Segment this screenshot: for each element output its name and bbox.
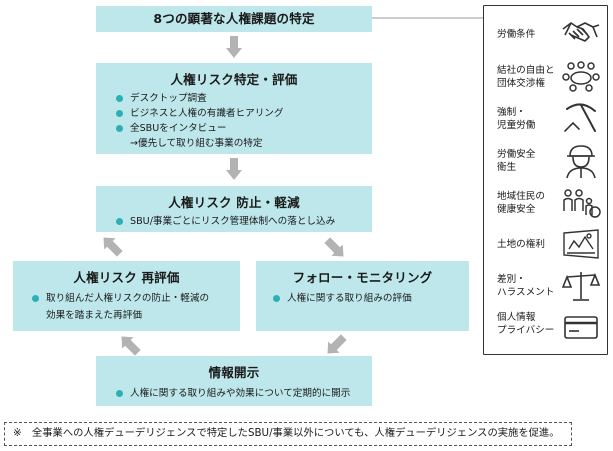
identify-bullet-1: デスクトップ調査 xyxy=(116,91,372,106)
bullet-dot xyxy=(116,110,123,117)
issue-community-health-safety: 地域住民の 健康安全 xyxy=(497,183,607,221)
issue-discrimination-harassment: 差別・ ハラスメント xyxy=(497,267,607,305)
scales-icon xyxy=(561,272,601,301)
monitor-title: フォロー・モニタリング xyxy=(292,270,433,285)
identify-title: 人権リスク特定・評価 xyxy=(170,72,298,87)
identify-sub: →優先して取り組む事業の特定 xyxy=(130,138,263,149)
disclose-title: 情報開示 xyxy=(208,365,260,380)
reassess-sub: 効果を踏まえた再評価 xyxy=(46,310,142,321)
issue-occupational-safety: 労働安全 衛生 xyxy=(497,141,607,179)
bullet-dot xyxy=(116,125,123,132)
down-arrow-2 xyxy=(226,158,242,180)
issue-forced-child-labor: 強制・ 児童労働 xyxy=(497,99,607,137)
reassess-box: 人権リスク 再評価 取り組んだ人権リスクの防止・軽減の 効果を踏まえた再評価 xyxy=(13,261,240,331)
prevent-box: 人権リスク 防止・軽減 SBU/事業ごとにリスク管理体制への落とし込み xyxy=(96,186,372,232)
identify-bullet-3: 全SBUをインタビュー xyxy=(116,121,372,136)
issue-land-rights: 土地の権利 xyxy=(497,225,607,263)
reassess-title: 人権リスク 再評価 xyxy=(73,270,180,285)
land-icon xyxy=(563,229,599,259)
reassess-bullet-1: 取り組んだ人権リスクの防止・軽減の xyxy=(32,291,240,306)
disclose-bullet-1: 人権に関する取り組みや効果について定期的に開示 xyxy=(116,386,372,401)
pickaxe-icon xyxy=(564,103,596,132)
bullet-dot xyxy=(273,295,280,302)
down-arrow-1 xyxy=(226,36,242,58)
bullet-dot xyxy=(116,218,123,225)
footnote: ※ 全事業への人権デューデリジェンスで特定したSBU/事業以外についても、人権デ… xyxy=(4,422,572,446)
identify-bullet-2: ビジネスと人権の有識者ヒアリング xyxy=(116,106,372,121)
bullet-dot xyxy=(116,390,123,397)
card-icon xyxy=(564,316,598,339)
top-issue-box: 8つの顕著な人権課題の特定 xyxy=(96,6,372,32)
handshake-icon xyxy=(562,22,600,42)
monitor-box: フォロー・モニタリング 人権に関する取り組みの評価 xyxy=(256,261,469,331)
issue-labor-conditions: 労働条件 xyxy=(497,15,607,53)
identify-box: 人権リスク特定・評価 デスクトップ調査 ビジネスと人権の有識者ヒアリング 全SB… xyxy=(96,63,372,154)
issue-freedom-of-association: 結社の自由と 団体交渉権 xyxy=(497,58,607,96)
disclose-box: 情報開示 人権に関する取り組みや効果について定期的に開示 xyxy=(96,356,372,406)
helmet-worker-icon xyxy=(566,145,596,179)
issue-privacy: 個人情報 プライバシー xyxy=(497,309,607,347)
prevent-title: 人権リスク 防止・軽減 xyxy=(168,195,300,210)
human-rights-issues-panel: 労働条件 結社の自由と 団体交渉権 強制・ 児童労働 xyxy=(483,5,608,355)
bullet-dot xyxy=(32,295,39,302)
prevent-bullet-1: SBU/事業ごとにリスク管理体制への落とし込み xyxy=(116,214,372,229)
community-icon xyxy=(563,189,601,218)
meeting-icon xyxy=(562,61,600,92)
top-issue-title: 8つの顕著な人権課題の特定 xyxy=(153,11,315,26)
monitor-bullet-1: 人権に関する取り組みの評価 xyxy=(273,291,469,306)
bullet-dot xyxy=(116,95,123,102)
